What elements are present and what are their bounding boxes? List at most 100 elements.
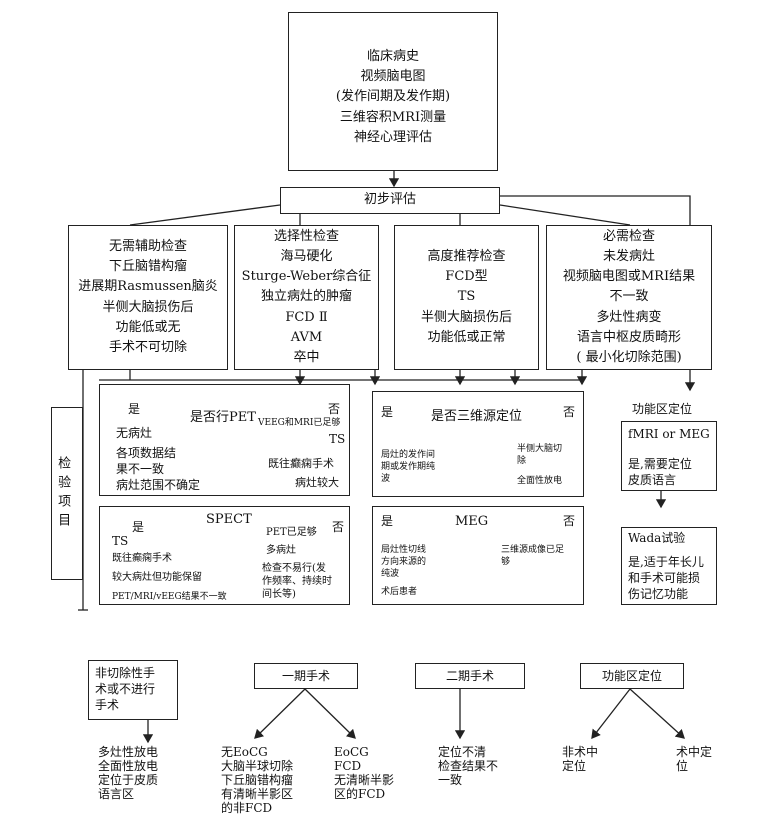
outcome-result: 术中定 [676,745,713,759]
wada-line: 是,适于年长儿 [628,555,704,569]
wada-line: 伤记忆功能 [628,587,689,601]
meg-box: 是 MEG 否 局灶性切线 方向来源的 纯波 术后患者 三维源成像已足 够 [372,506,584,605]
functional-outcome-box: 功能区定位 [580,663,684,689]
exam-label-box: 检验项目 [51,407,83,580]
fmri-meg-box: fMRI or MEG 是,需要定位 皮质语言 [621,421,717,491]
functional-title: 功能区定位 [632,402,693,416]
category-line: FCD Ⅱ [285,309,328,325]
fmri-meg-line: 是,需要定位 [628,457,692,471]
source3d-yes-label: 是 [381,405,394,419]
source3d-no-note: 全面性放电 [517,476,563,486]
category-line: 卒中 [293,349,320,365]
outcome-result: FCD [334,759,362,773]
category-required-box: 必需检查 未发病灶 视频脑电图或MRI结果 不一致 多灶性病变 语言中枢皮质畸形… [546,225,712,370]
wada-box: Wada试验 是,适于年长儿 和手术可能损 伤记忆功能 [621,527,717,605]
category-line: 海马硬化 [280,249,333,265]
category-line: 必需检查 [602,229,655,244]
outcome-result: 有清晰半影区 [221,787,294,801]
spect-no-note: 间长等) [262,589,296,600]
clinical-history-box: 临床病史 视频脑电图 (发作间期及发作期) 三维容积MRI测量 神经心理评估 [288,12,498,171]
category-line: AVM [290,329,323,345]
pet-no-note: VEEG和MRI已足够 [258,418,341,428]
category-line: 半侧大脑损伤后 [420,309,512,325]
category-line: 进展期Rasmussen脑炎 [78,279,218,295]
functional-outcome-label: 功能区定位 [601,668,662,683]
source3d-box: 是 是否三维源定位 否 局灶的发作间 期或发作期纯 波 半侧大脑切 除 全面性放… [372,391,584,497]
outcome-result: 语言区 [98,787,135,801]
spect-yes-item: PET/MRI/vEEG结果不一致 [112,592,227,602]
meg-question: MEG [455,514,489,529]
category-line: 视频脑电图或MRI结果 [562,269,696,285]
source3d-yes-item: 局灶的发作间 [381,450,436,460]
outcome-result: 一致 [438,773,463,787]
top-line-3: (发作间期及发作期) [335,89,451,105]
category-line: 高度推荐检查 [427,249,506,265]
top-line-2: 视频脑电图 [360,69,426,85]
category-line: 下丘脑错构瘤 [108,259,187,275]
top-line-4: 三维容积MRI测量 [339,109,447,125]
fmri-meg-line: 皮质语言 [628,473,677,487]
outcome-box-line: 手术 [95,698,120,712]
fmri-meg-title: fMRI or MEG [628,427,710,441]
spect-no-note: 检查不易行(发 [262,563,326,574]
category-line: TS [457,289,476,305]
pet-no-ts: TS [329,432,346,446]
outcome-result: 区的FCD [334,787,386,801]
outcome-result: 全面性放电 [98,759,159,773]
pet-box: 是 是否行PET VEEG和MRI已足够 否 TS 无病灶 各项数据结 果不一致… [99,384,350,496]
top-line-5: 神经心理评估 [353,129,432,145]
outcome-result: 定位 [562,759,587,773]
top-line-1: 临床病史 [366,49,419,65]
meg-yes-item: 方向来源的 [381,557,427,567]
meg-yes-note: 术后患者 [381,587,418,597]
category-no-aux-box: 无需辅助检查 下丘脑错构瘤 进展期Rasmussen脑炎 半侧大脑损伤后 功能低… [68,225,228,370]
meg-no-item: 够 [501,557,511,567]
meg-yes-label: 是 [381,514,394,528]
category-line: 多灶性病变 [596,309,662,325]
category-line: 半侧大脑损伤后 [102,299,194,315]
category-line: 语言中枢皮质畸形 [576,329,681,345]
meg-no-label: 否 [563,514,576,528]
pet-yes-item: 无病灶 [116,426,153,440]
stage2-box: 二期手术 [415,663,525,689]
category-line: 选择性检查 [273,229,339,244]
source3d-yes-item: 波 [381,474,391,484]
pet-no-item: 病灶较大 [295,476,339,489]
spect-no-note: 作频率、持续时 [262,576,332,587]
outcome-box-line: 术或不进行 [95,682,156,696]
category-line: Sturge-Weber综合征 [241,269,372,285]
pet-yes-item: 病灶范围不确定 [116,478,201,492]
outcome-result: 位 [676,759,689,773]
source3d-no-item: 除 [517,456,527,466]
spect-no-item: PET已足够 [266,527,317,538]
source3d-no-item: 半侧大脑切 [517,444,563,454]
stage1-label: 一期手术 [281,668,330,683]
outcome-result: 定位于皮质 [98,773,159,787]
stage2-label: 二期手术 [445,668,494,683]
outcome-result: 定位不清 [438,745,487,759]
initial-evaluation-box: 初步评估 [280,187,500,214]
non-resective-box: 非切除性手 术或不进行 手术 [88,660,178,720]
pet-yes-label: 是 [128,402,141,416]
outcome-result: 多灶性放电 [98,745,159,759]
spect-yes-item: 既往癫痫手术 [112,553,172,564]
source3d-yes-item: 期或发作期纯 [381,462,436,472]
outcome-box-line: 非切除性手 [95,666,156,680]
wada-line: 和手术可能损 [628,571,701,585]
outcome-result: 检查结果不 [438,759,499,773]
spect-question: SPECT [206,512,252,527]
outcome-result: 非术中 [562,745,599,759]
spect-yes-item: 较大病灶但功能保留 [112,572,202,583]
category-selective-box: 选择性检查 海马硬化 Sturge-Weber综合征 独立病灶的肿瘤 FCD Ⅱ… [234,225,379,370]
category-line: ( 最小化切除范围) [576,349,682,365]
source3d-question: 是否三维源定位 [431,409,523,424]
category-line: 功能低或正常 [427,329,506,345]
meg-yes-item: 纯波 [381,569,400,579]
stage1-box: 一期手术 [254,663,358,689]
pet-yes-item: 果不一致 [116,462,165,476]
spect-no-label: 否 [332,520,345,534]
pet-no-item: 既往癫痫手术 [268,457,334,470]
pet-question: 是否行PET [190,410,256,425]
meg-no-item: 三维源成像已足 [501,545,565,555]
